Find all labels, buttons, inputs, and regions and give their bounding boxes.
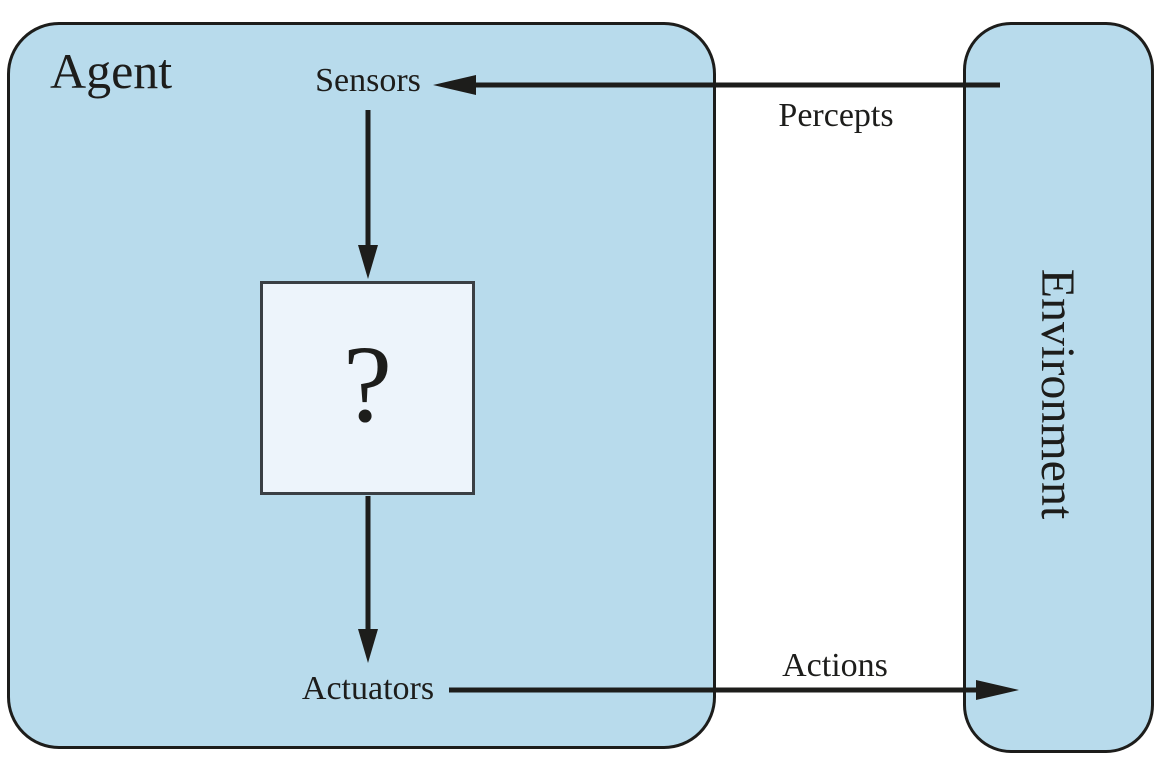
actions-label: Actions [782,647,888,684]
question-mark-label: ? [343,323,392,445]
percepts-label: Percepts [778,97,894,134]
environment-label: Environment [1031,268,1084,520]
sensors-label: Sensors [315,62,421,99]
agent-program-box: ? [260,281,475,495]
agent-label: Agent [50,43,173,99]
actuators-label: Actuators [301,670,435,707]
environment-box [963,22,1154,753]
